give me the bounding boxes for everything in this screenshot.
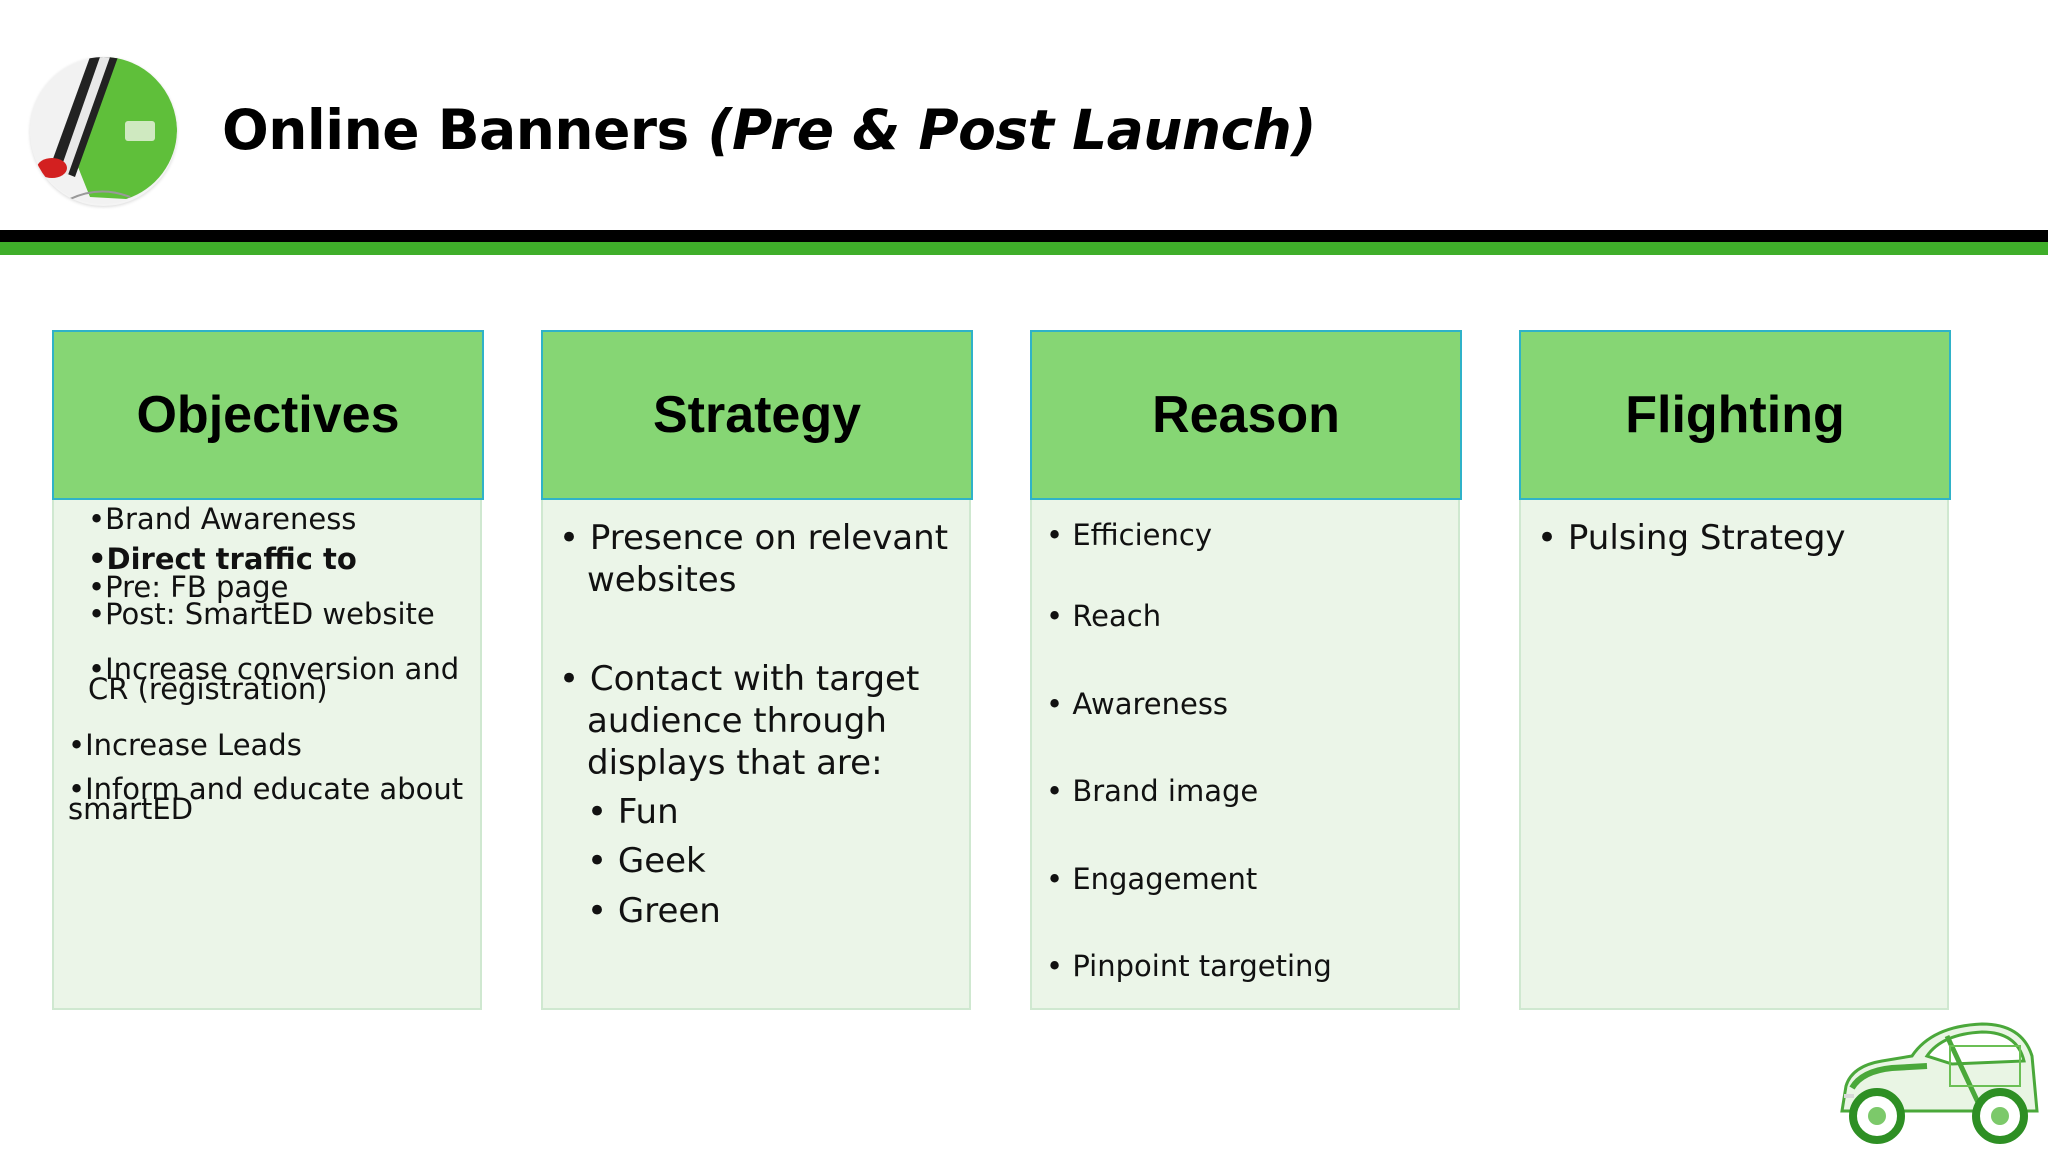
reason-list: • Efficiency • Reach • Awareness • Brand…	[1032, 502, 1458, 1012]
reason-column: Reason • Efficiency • Reach • Awareness …	[1030, 330, 1462, 1012]
list-item: • Pulsing Strategy	[1537, 518, 1846, 558]
list-item: • Efficiency	[1046, 518, 1213, 552]
objectives-column: Objectives •Brand Awareness •Direct traf…	[52, 330, 484, 1012]
list-item: •Increase Leads	[68, 728, 302, 762]
title-main: Online Banners	[222, 98, 708, 162]
objectives-list: •Brand Awareness •Direct traffic to •Pre…	[54, 502, 480, 1012]
reason-header: Reason	[1030, 330, 1462, 500]
list-item: •Increase conversion and	[88, 652, 460, 686]
list-item: • Presence on relevant	[559, 518, 949, 558]
reason-heading: Reason	[1152, 386, 1340, 444]
list-item: • Green	[587, 891, 721, 931]
strategy-header: Strategy	[541, 330, 973, 500]
list-item: • Geek	[587, 841, 706, 881]
list-item: •Post: SmartED website	[88, 597, 435, 631]
objectives-header: Objectives	[52, 330, 484, 500]
list-item: websites	[587, 560, 737, 600]
list-item: •Inform and educate about	[68, 772, 464, 806]
header-divider-black	[0, 230, 2048, 242]
list-item: • Engagement	[1046, 862, 1258, 896]
flighting-heading: Flighting	[1625, 386, 1845, 444]
list-item: audience through	[587, 701, 887, 741]
objectives-heading: Objectives	[136, 386, 400, 444]
list-item: • Reach	[1046, 599, 1162, 633]
header-divider-green	[0, 242, 2048, 255]
list-item: •Direct traffic to	[88, 542, 357, 576]
list-item: displays that are:	[587, 743, 883, 783]
flighting-list: • Pulsing Strategy	[1521, 502, 1947, 1012]
flighting-header: Flighting	[1519, 330, 1951, 500]
list-item: • Awareness	[1046, 687, 1229, 721]
smart-car-icon	[1832, 1016, 2042, 1146]
strategy-list: • Presence on relevant websites • Contac…	[543, 502, 969, 1012]
list-item: • Contact with target	[559, 659, 920, 699]
list-item: • Pinpoint targeting	[1046, 949, 1332, 983]
brand-logo-icon	[30, 57, 177, 206]
list-item: CR (registration)	[88, 672, 328, 706]
list-item: •Brand Awareness	[88, 502, 357, 536]
list-item: •Pre: FB page	[88, 570, 289, 604]
flighting-column: Flighting • Pulsing Strategy	[1519, 330, 1951, 1012]
list-item: smartED	[68, 792, 194, 826]
title-subtitle: (Pre & Post Launch)	[707, 98, 1316, 162]
strategy-column: Strategy • Presence on relevant websites…	[541, 330, 973, 1012]
list-item: • Fun	[587, 792, 679, 832]
list-item: • Brand image	[1046, 774, 1259, 808]
strategy-heading: Strategy	[652, 386, 862, 444]
page-title: Online Banners (Pre & Post Launch)	[222, 98, 1316, 162]
